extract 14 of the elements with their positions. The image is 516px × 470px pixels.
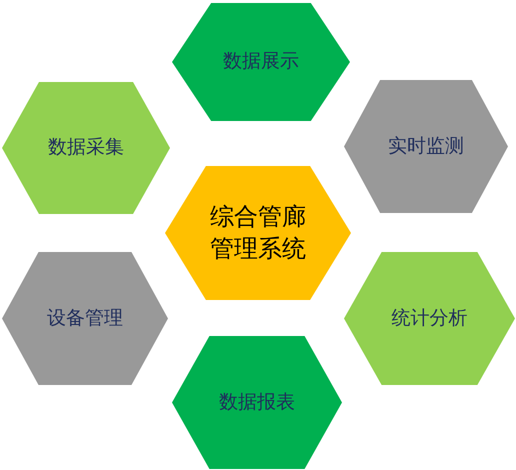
hexagon-label: 数据报表: [219, 390, 295, 415]
hexagon: [2, 252, 168, 385]
hexagon-label: 设备管理: [47, 306, 123, 331]
hexagon: [2, 82, 170, 214]
hexagon-label: 统计分析: [392, 306, 468, 331]
hexagon-label: 数据采集: [48, 135, 124, 160]
hexagon-label: 数据展示: [223, 49, 299, 74]
hexagon: [165, 166, 351, 300]
hexagon: [172, 3, 350, 121]
hexagon: [344, 252, 515, 385]
hexagon: [172, 336, 342, 469]
hexagon: [344, 80, 508, 213]
hexagon-label: 综合管廊管理系统: [209, 202, 307, 265]
hexagon-label: 实时监测: [388, 134, 464, 159]
